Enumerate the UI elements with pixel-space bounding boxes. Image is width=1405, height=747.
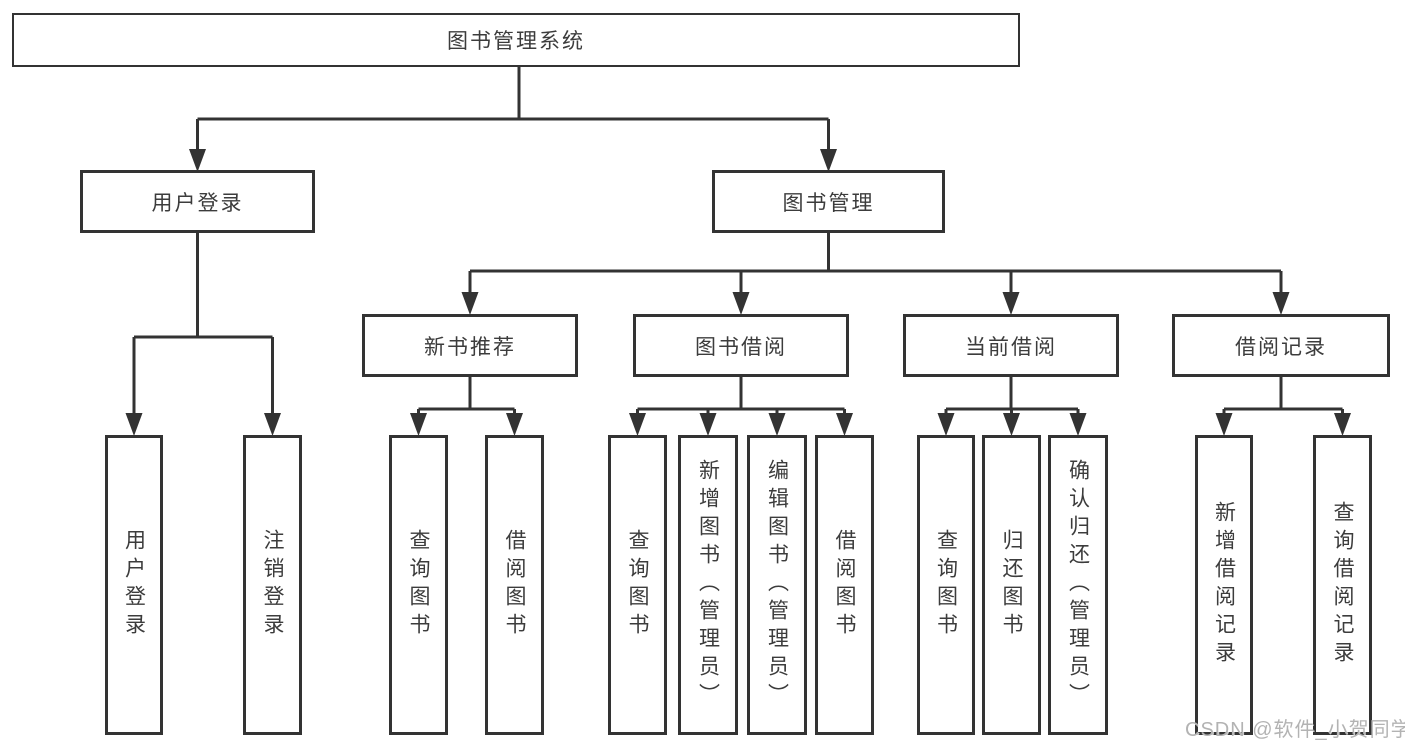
leaf-logout: 注销登录	[243, 435, 302, 735]
leaf-return-book: 归还图书	[982, 435, 1041, 735]
leaf-query-books-current: 查询图书	[917, 435, 975, 735]
node-library-management-system: 图书管理系统	[12, 13, 1020, 67]
node-label: 借阅图书	[833, 529, 857, 641]
leaf-query-books-recommend: 查询图书	[389, 435, 448, 735]
leaf-user-login: 用户登录	[105, 435, 163, 735]
node-label: 查询借阅记录	[1331, 501, 1355, 669]
node-label: 确认归还（管理员）	[1066, 459, 1090, 711]
node-label: 编辑图书（管理员）	[765, 459, 789, 711]
leaf-query-borrow-record: 查询借阅记录	[1313, 435, 1372, 735]
node-label: 新增借阅记录	[1212, 501, 1236, 669]
node-label: 借阅图书	[503, 529, 527, 641]
node-book-borrowing: 图书借阅	[633, 314, 849, 377]
node-borrowing-records: 借阅记录	[1172, 314, 1390, 377]
node-label: 新增图书（管理员）	[696, 459, 720, 711]
leaf-edit-book-admin: 编辑图书（管理员）	[747, 435, 807, 735]
csdn-watermark: CSDN @软件_小贺同学	[1185, 719, 1405, 741]
node-label: 注销登录	[261, 529, 285, 641]
node-user-login: 用户登录	[80, 170, 315, 233]
arrowheads	[125, 149, 1351, 436]
node-label: 用户登录	[122, 529, 146, 641]
leaf-add-book-admin: 新增图书（管理员）	[678, 435, 738, 735]
node-label: 归还图书	[1000, 529, 1024, 641]
node-new-book-recommend: 新书推荐	[362, 314, 578, 377]
node-label: 查询图书	[626, 529, 650, 641]
leaf-add-borrow-record: 新增借阅记录	[1195, 435, 1253, 735]
leaf-confirm-return-admin: 确认归还（管理员）	[1048, 435, 1108, 735]
leaf-query-books-borrow: 查询图书	[608, 435, 667, 735]
node-label: 查询图书	[934, 529, 958, 641]
leaf-borrow-books-recommend: 借阅图书	[485, 435, 544, 735]
leaf-borrow-books: 借阅图书	[815, 435, 874, 735]
node-current-borrowing: 当前借阅	[903, 314, 1119, 377]
node-book-management: 图书管理	[712, 170, 945, 233]
node-label: 查询图书	[407, 529, 431, 641]
